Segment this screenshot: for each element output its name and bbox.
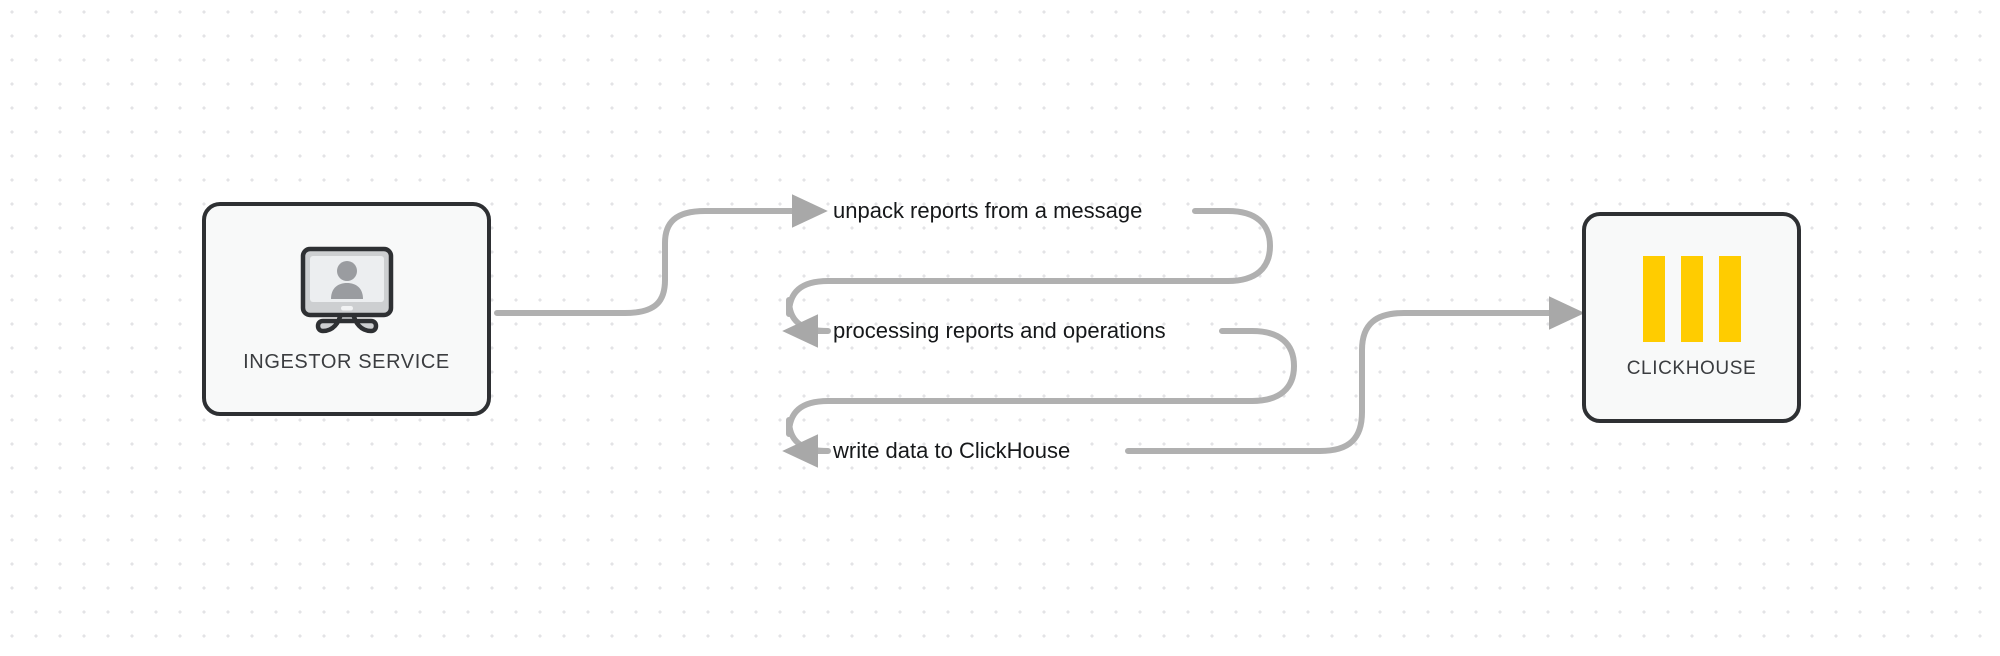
edge-label-processing-reports: processing reports and operations: [833, 318, 1166, 343]
edge-label-unpack-reports: unpack reports from a message: [833, 198, 1143, 223]
edge-label-write-data: write data to ClickHouse: [833, 438, 1071, 463]
desktop-monitor-user-icon: [289, 245, 405, 337]
node-ingestor-service[interactable]: INGESTOR SERVICE: [202, 202, 491, 416]
clickhouse-bar-1: [1642, 255, 1665, 342]
node-clickhouse[interactable]: CLICKHOUSE: [1582, 212, 1801, 423]
edge-step2-to-step3: [782, 328, 1297, 468]
edge-step3-to-clickhouse: [1125, 296, 1585, 454]
node-label-clickhouse: CLICKHOUSE: [1626, 357, 1757, 379]
clickhouse-bar-2: [1680, 255, 1703, 342]
edge-ingestor-to-step1: [494, 194, 828, 316]
clickhouse-bars-icon: [1642, 255, 1741, 342]
node-label-ingestor-service: INGESTOR SERVICE: [243, 350, 450, 373]
clickhouse-bar-3: [1718, 255, 1741, 342]
edge-step1-to-step2: [782, 208, 1273, 348]
